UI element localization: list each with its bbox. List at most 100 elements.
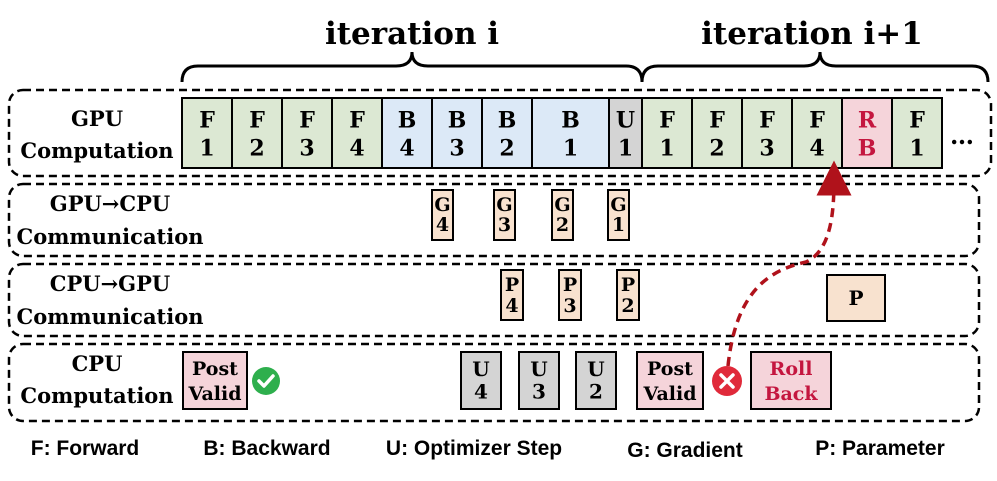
- gpu-block-forward: F2: [691, 97, 743, 169]
- optimizer-step-block-bottom: 2: [589, 380, 603, 404]
- cpu-to-gpu-row: [7, 262, 981, 338]
- gradient-block: G3: [493, 189, 516, 241]
- row-label-gpu-computation: GPU Computation: [20, 106, 173, 163]
- row-label-cpu-to-gpu: CPU→GPU Communication: [16, 271, 203, 329]
- legend-gradient: G: Gradient: [627, 439, 743, 462]
- gpu-block-update-top: U: [616, 107, 635, 133]
- gpu-block-backward: B3: [431, 97, 483, 169]
- row-label-line: GPU→CPU: [50, 191, 170, 216]
- gradient-block: G2: [551, 189, 574, 241]
- optimizer-step-block-top: U: [587, 357, 604, 381]
- iteration-i-plus-1-label: iteration i+1: [701, 16, 923, 52]
- row-label-line: Communication: [16, 224, 203, 249]
- parameter-block-bottom: 3: [563, 295, 576, 317]
- gpu-block-forward-bottom: 4: [349, 135, 364, 161]
- gpu-block-forward-top: F: [349, 107, 365, 133]
- gpu-block-forward: F1: [891, 97, 943, 169]
- gpu-block-forward-top: F: [709, 107, 725, 133]
- post-valid-box-1: Post Valid: [182, 351, 248, 410]
- legend-optimizer-step: U: Optimizer Step: [386, 437, 562, 460]
- row-label-line: CPU: [72, 351, 123, 376]
- optimizer-step-block-top: U: [472, 357, 489, 381]
- gpu-block-forward-bottom: 4: [809, 135, 824, 161]
- optimizer-step-block-bottom: 4: [474, 380, 488, 404]
- optimizer-step-block: U4: [460, 351, 502, 410]
- parameter-block: P3: [558, 269, 582, 321]
- gradient-block-top: G: [610, 194, 626, 216]
- gradient-block-top: G: [434, 194, 450, 216]
- gpu-block-update: U1: [608, 97, 643, 169]
- gradient-block-bottom: 1: [612, 214, 625, 236]
- continuation-ellipsis: …: [950, 121, 974, 150]
- legend-forward: F: Forward: [31, 437, 140, 460]
- iteration-i-brace: [180, 51, 644, 83]
- optimizer-step-block-top: U: [530, 357, 547, 381]
- gradient-block-top: G: [496, 194, 512, 216]
- gradient-block-bottom: 3: [498, 214, 511, 236]
- gpu-block-forward-bottom: 3: [759, 135, 774, 161]
- row-label-cpu-computation: CPU Computation: [20, 351, 173, 408]
- parameter-block-bottom: 4: [505, 295, 518, 317]
- rollback-line: Back: [764, 383, 818, 405]
- parameter-block-top: P: [563, 274, 577, 296]
- optimizer-step-block: U3: [518, 351, 560, 410]
- gpu-block-forward-bottom: 1: [659, 135, 674, 161]
- iteration-i-label: iteration i: [325, 16, 499, 52]
- x-circle-icon: [712, 366, 742, 396]
- gpu-block-backward-top: B: [448, 107, 467, 133]
- gpu-block-forward-top: F: [909, 107, 925, 133]
- gradient-block: G4: [431, 189, 454, 241]
- rollback-line: Roll: [770, 358, 813, 380]
- gpu-block-backward-top: B: [398, 107, 417, 133]
- gpu-block-backward: B2: [481, 97, 533, 169]
- gpu-block-backward: B4: [381, 97, 433, 169]
- gpu-block-forward-bottom: 2: [249, 135, 264, 161]
- gradient-block-top: G: [554, 194, 570, 216]
- gpu-block-forward-top: F: [809, 107, 825, 133]
- row-label-line: GPU: [71, 106, 123, 131]
- post-valid-box-2: Post Valid: [636, 351, 704, 410]
- optimizer-step-block-bottom: 3: [532, 380, 546, 404]
- gpu-block-rollback-bottom: B: [858, 135, 877, 161]
- parameter-block-top: P: [505, 274, 519, 296]
- gpu-block-rollback: RB: [841, 97, 893, 169]
- post-valid-line: Post: [192, 358, 238, 380]
- parameter-block: P4: [500, 269, 524, 321]
- legend-backward: B: Backward: [203, 437, 330, 460]
- gpu-block-forward-bottom: 2: [709, 135, 724, 161]
- gpu-block-forward: F3: [741, 97, 793, 169]
- gpu-block-backward-bottom: 4: [399, 135, 414, 161]
- post-valid-line: Valid: [642, 383, 696, 405]
- gpu-block-backward-top: B: [561, 107, 580, 133]
- gpu-block-backward-bottom: 2: [499, 135, 514, 161]
- gpu-block-forward: F2: [231, 97, 283, 169]
- optimizer-step-block: U2: [575, 351, 617, 410]
- gpu-block-forward-bottom: 3: [299, 135, 314, 161]
- gpu-computation-row: [7, 88, 993, 178]
- rollback-box: Roll Back: [750, 351, 832, 410]
- gpu-block-forward: F1: [641, 97, 693, 169]
- gradient-block: G1: [607, 189, 630, 241]
- gpu-to-cpu-row: [7, 182, 981, 258]
- row-label-line: Communication: [16, 304, 203, 329]
- gpu-block-backward-bottom: 1: [563, 135, 578, 161]
- gradient-block-bottom: 4: [436, 214, 449, 236]
- gpu-block-backward: B1: [531, 97, 610, 169]
- parameter-block: P2: [616, 269, 640, 321]
- gpu-block-backward-top: B: [498, 107, 517, 133]
- legend-parameter: P: Parameter: [815, 437, 945, 460]
- gpu-block-forward-top: F: [299, 107, 315, 133]
- rollback-arrow: [726, 160, 852, 367]
- iteration-i-plus-1-brace: [640, 51, 990, 83]
- gpu-block-forward: F4: [791, 97, 843, 169]
- gpu-block-forward-top: F: [659, 107, 675, 133]
- parameter-block-top: P: [621, 274, 635, 296]
- gpu-block-forward-top: F: [249, 107, 265, 133]
- parameter-block: P: [826, 274, 886, 322]
- gpu-block-forward: F3: [281, 97, 333, 169]
